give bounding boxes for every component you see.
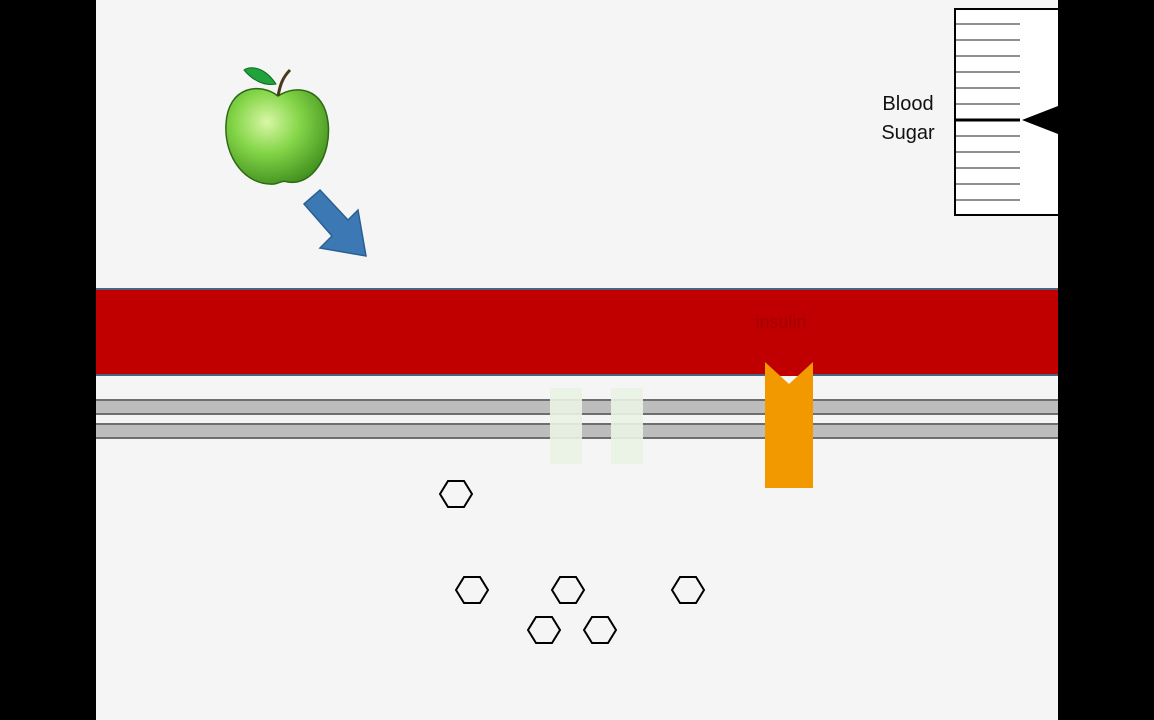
glucose-molecules	[438, 480, 706, 644]
apple-icon	[225, 67, 330, 185]
gauge-label-line1: Blood	[882, 93, 934, 115]
gauge-pointer-icon	[1022, 106, 1058, 134]
gauge-label-line2: Sugar	[881, 122, 935, 144]
glucose-hexagon-icon	[670, 576, 706, 604]
glucose-hexagon-icon	[526, 616, 562, 644]
gauge-scale	[956, 23, 1020, 217]
glucose-channel-right	[611, 388, 643, 464]
glucose-hexagon-icon	[582, 616, 618, 644]
insulin-receptor	[765, 362, 813, 488]
blood-sugar-gauge	[954, 8, 1058, 217]
glucose-hexagon-icon	[550, 576, 586, 604]
blood-vessel	[96, 288, 1058, 376]
glucose-hexagon-icon	[454, 576, 490, 604]
glucose-hexagon-icon	[438, 480, 474, 508]
gauge-label: Blood Sugar	[866, 90, 950, 148]
glucose-channel-left	[550, 388, 582, 464]
arrow-down-right-icon	[302, 188, 367, 257]
diagram-slide: insulin Blood Sugar	[96, 0, 1058, 720]
insulin-label: insulin	[755, 312, 807, 332]
